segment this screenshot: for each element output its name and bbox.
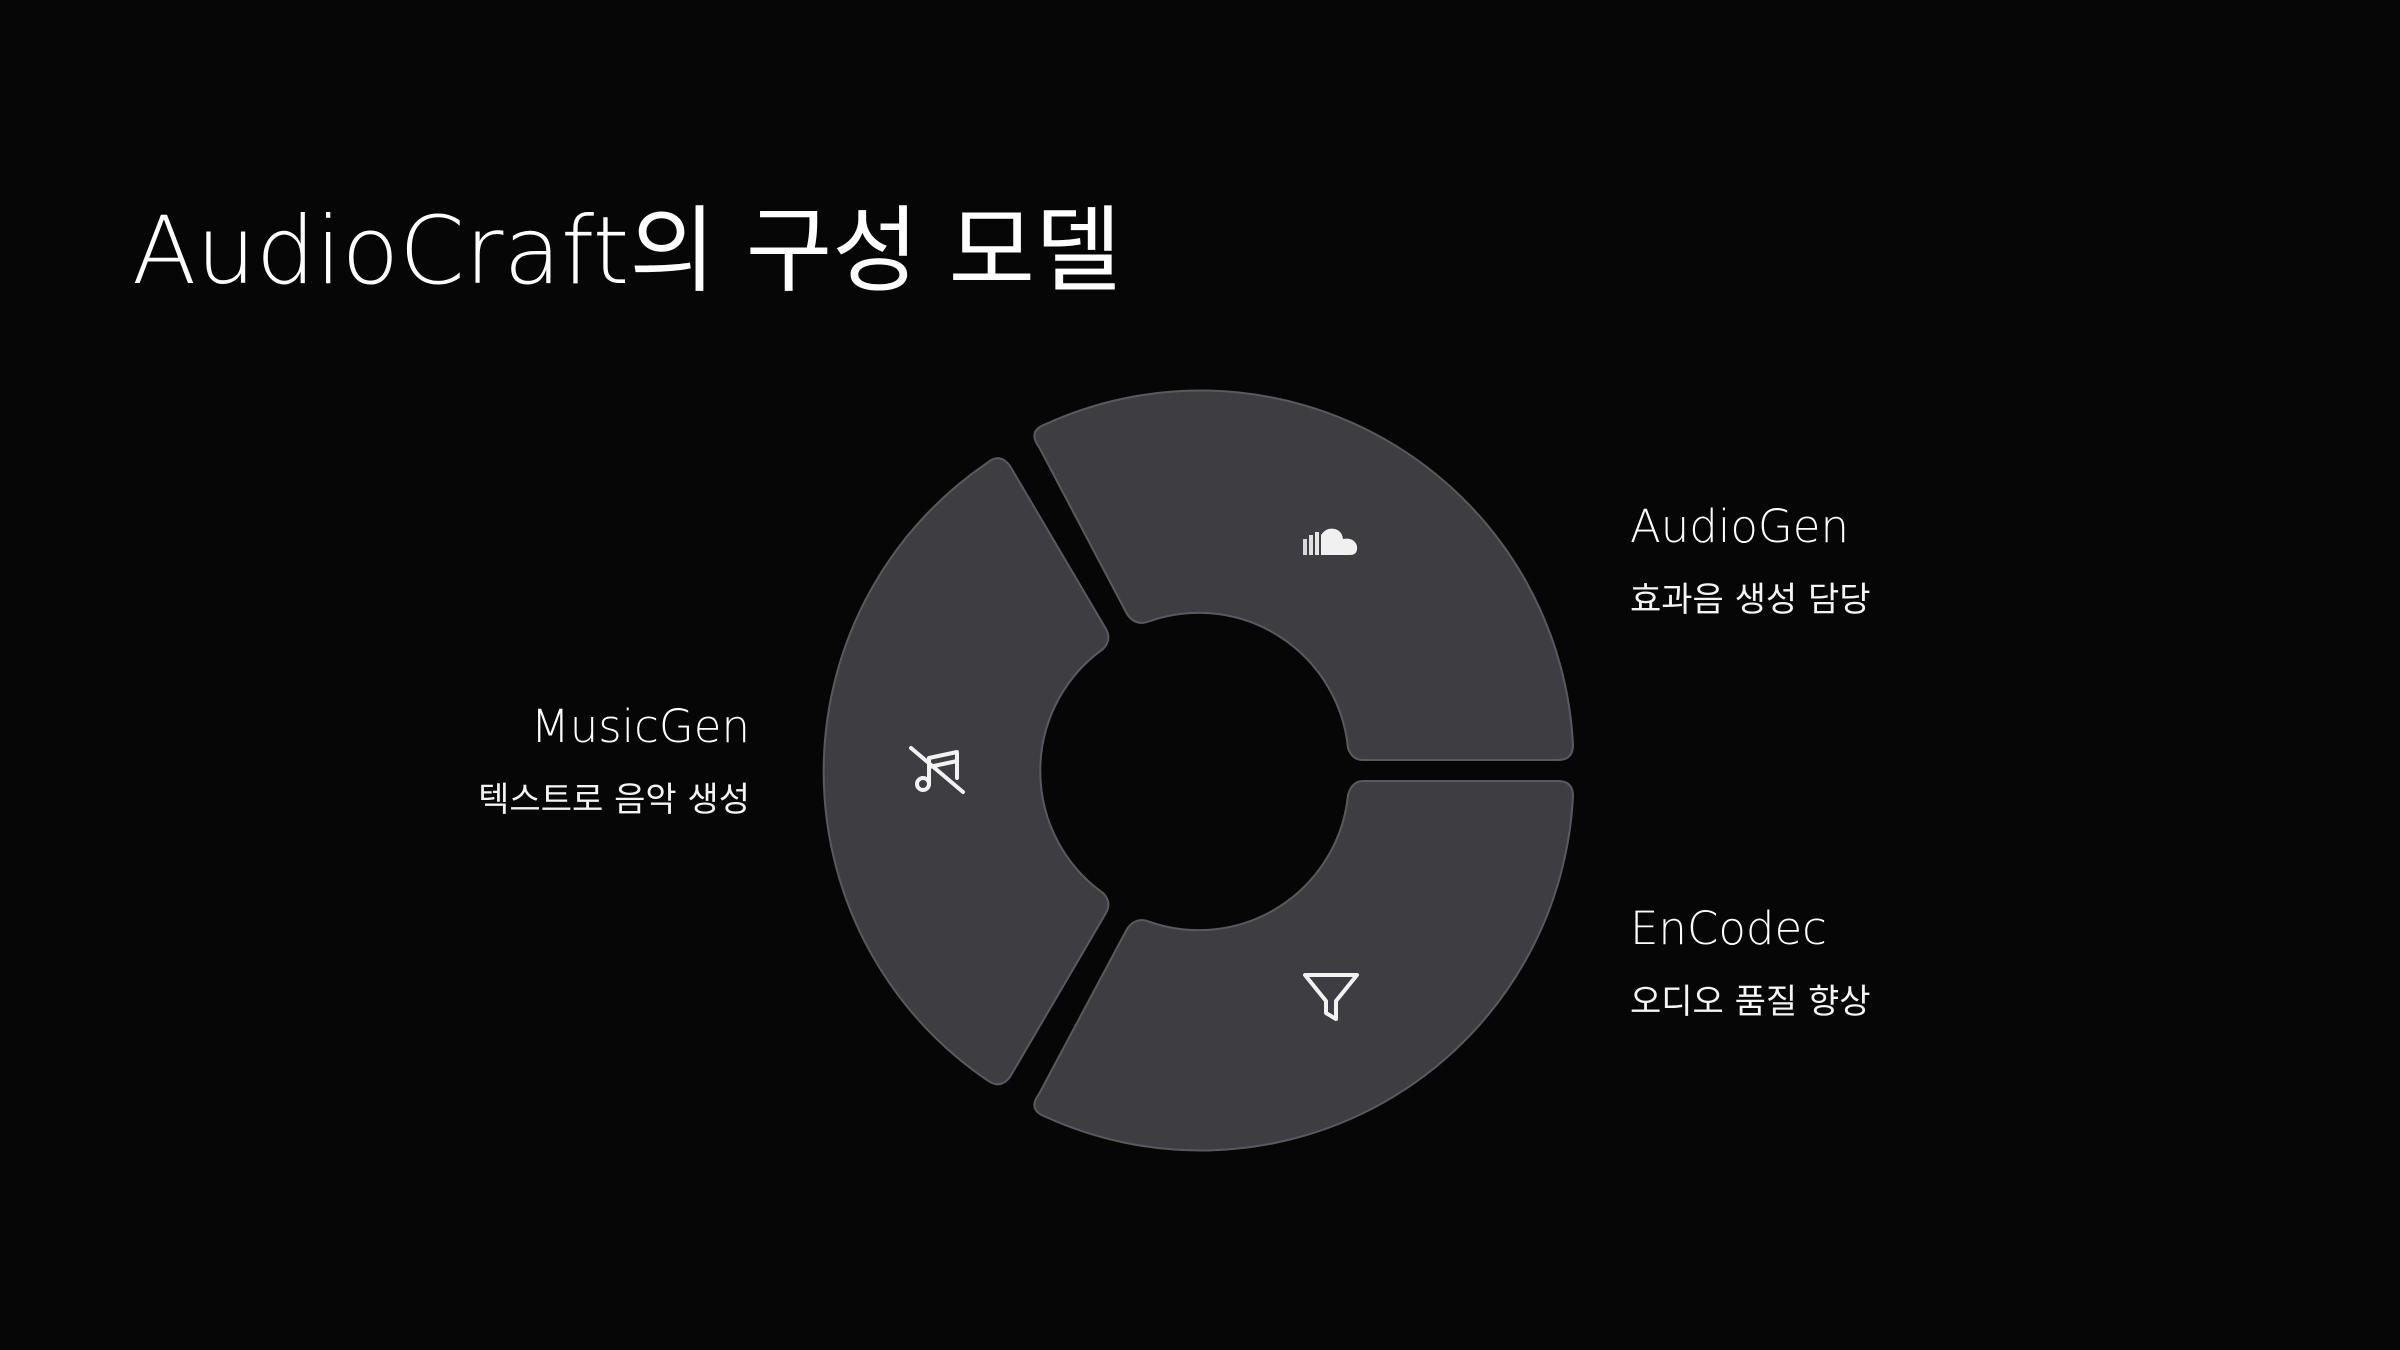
funnel-icon <box>1303 973 1359 1021</box>
encodec-name: EnCodec <box>1630 902 1827 955</box>
musicgen-label: MusicGen 텍스트로 음악 생성 <box>478 700 750 821</box>
musicgen-name: MusicGen <box>530 700 750 753</box>
audiogen-segment <box>1033 389 1575 761</box>
music-off-icon <box>909 746 965 794</box>
audiogen-name: AudioGen <box>1630 500 1849 553</box>
page-title: AudioCraft의 구성 모델 <box>132 197 1122 306</box>
encodec-description: 오디오 품질 향상 <box>1630 982 1871 1022</box>
cloud-icon <box>1303 528 1358 555</box>
encodec-segment <box>1033 780 1575 1152</box>
audiogen-label: AudioGen 효과음 생성 담당 <box>1630 500 1871 621</box>
musicgen-segment <box>822 457 1110 1086</box>
musicgen-description: 텍스트로 음악 생성 <box>478 780 750 820</box>
encodec-label: EnCodec 오디오 품질 향상 <box>1630 902 1871 1023</box>
audiogen-description: 효과음 생성 담당 <box>1630 580 1871 620</box>
